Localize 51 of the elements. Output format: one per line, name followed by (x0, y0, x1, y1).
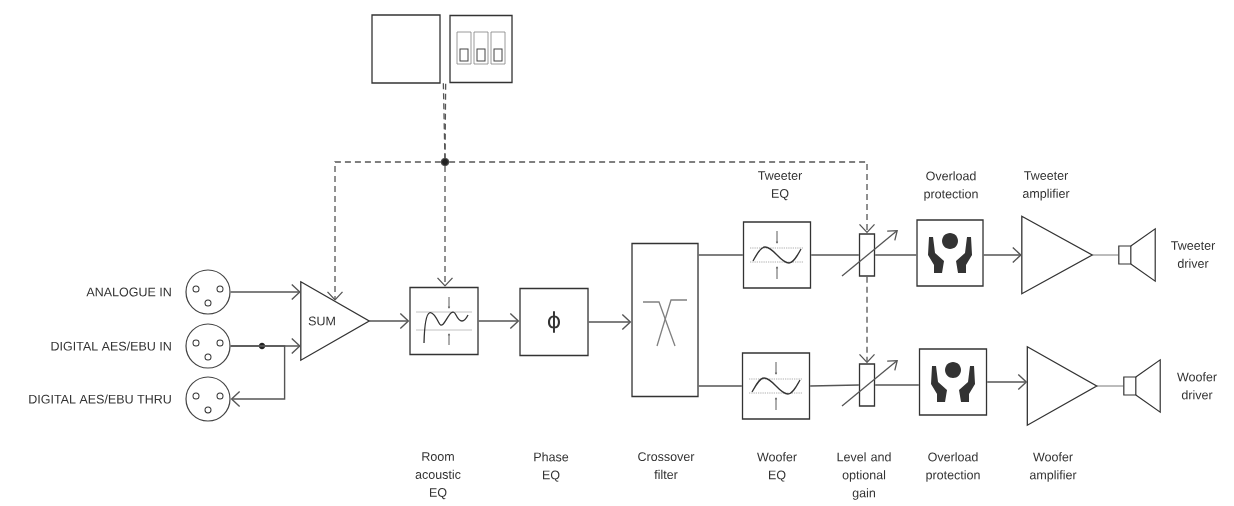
arrow (982, 246, 1022, 264)
block-label: Tweeter amplifier (1022, 171, 1070, 201)
dashed-arrow (436, 165, 454, 287)
xlr-connector (185, 376, 231, 422)
block-label: Woofer driver (1177, 372, 1217, 400)
signal-line (809, 384, 860, 387)
block-label: Phase EQ (534, 452, 569, 482)
amplifier-triangle (1021, 215, 1094, 295)
block-label: Overload protection (924, 171, 978, 201)
crossover-filter-box (631, 242, 699, 398)
block-label: Woofer amplifier (1029, 452, 1077, 482)
block-label: DIGITAL AES/EBU THRU (29, 394, 171, 404)
block-label: Crossover filter (638, 452, 695, 480)
signal-line (697, 385, 743, 387)
block-label: Woofer EQ (757, 452, 797, 482)
control-box (371, 14, 441, 84)
signal-line (1096, 385, 1125, 387)
dashed-arrow (448, 161, 876, 234)
arrow (986, 373, 1028, 391)
block-label: Overload protection (926, 452, 980, 482)
dip-switch-box (449, 14, 513, 84)
dashed-arrow (858, 276, 876, 364)
arrow (368, 312, 410, 330)
signal-line (810, 254, 860, 256)
eq-box (742, 221, 812, 289)
signal-line (1091, 254, 1120, 256)
xlr-connector (185, 323, 231, 369)
arrow (477, 312, 520, 330)
block-label: Tweeter driver (1171, 241, 1216, 268)
protection-box (916, 219, 984, 287)
room-eq-box (409, 286, 479, 356)
xlr-connector (185, 269, 231, 315)
level-control (841, 230, 898, 277)
protection-box (918, 348, 988, 416)
block-label: Tweeter EQ (758, 171, 803, 201)
arrow (587, 313, 632, 331)
eq-box (741, 352, 811, 420)
dashed-arrow (326, 161, 442, 301)
level-control (841, 360, 898, 407)
speaker-driver (1118, 227, 1156, 283)
signal-line (697, 254, 744, 256)
block-label: Level and optional gain (837, 452, 891, 500)
block-label: Room acoustic EQ (415, 452, 461, 500)
signal-line (874, 254, 918, 256)
block-label: ANALOGUE IN (86, 287, 171, 297)
arrow (229, 345, 286, 408)
speaker-driver (1123, 358, 1161, 414)
signal-line (874, 384, 920, 386)
arrow (229, 283, 301, 301)
phase-eq-box: ϕ (519, 287, 589, 357)
block-label: DIGITAL AES/EBU IN (51, 341, 171, 351)
